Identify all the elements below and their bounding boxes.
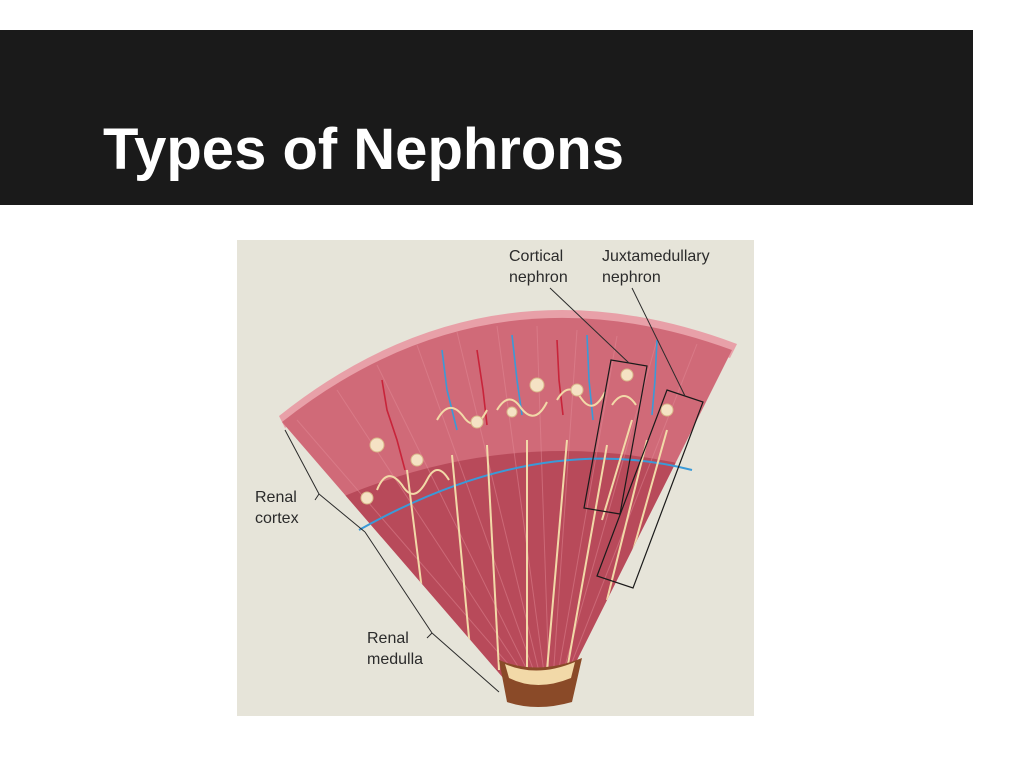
corticomedullary-boundary <box>358 457 693 531</box>
glomeruli <box>360 368 674 505</box>
juxtamedullary-nephron-label-line1: Juxtamedullary <box>602 248 710 265</box>
medullary-striations <box>296 325 698 680</box>
medulla-bracket <box>364 531 500 693</box>
cortex-bracket <box>284 429 366 533</box>
title-bar <box>0 30 973 205</box>
cortical-leader-line <box>549 287 630 364</box>
renal-medulla-label-line1: Renal <box>367 630 409 647</box>
juxtamedullary-nephron-label-line2: nephron <box>602 269 661 286</box>
renal-cortex-label-line1: Renal <box>255 489 297 506</box>
nephron-diagram: Cortical nephron Juxtamedullary nephron … <box>237 240 754 716</box>
juxta-leader-line <box>631 287 686 397</box>
slide-title: Types of Nephrons <box>103 117 624 182</box>
kidney-wedge-illustration <box>279 287 737 707</box>
cortical-nephron-label-line1: Cortical <box>509 248 564 265</box>
juxtamedullary-nephron-box[interactable] <box>596 389 704 589</box>
renal-medulla-label-line2: medulla <box>367 651 424 668</box>
papilla-tip <box>505 662 575 685</box>
renal-cortex-label-line2: cortex <box>255 510 299 527</box>
cortical-nephron-label-line2: nephron <box>509 269 568 286</box>
